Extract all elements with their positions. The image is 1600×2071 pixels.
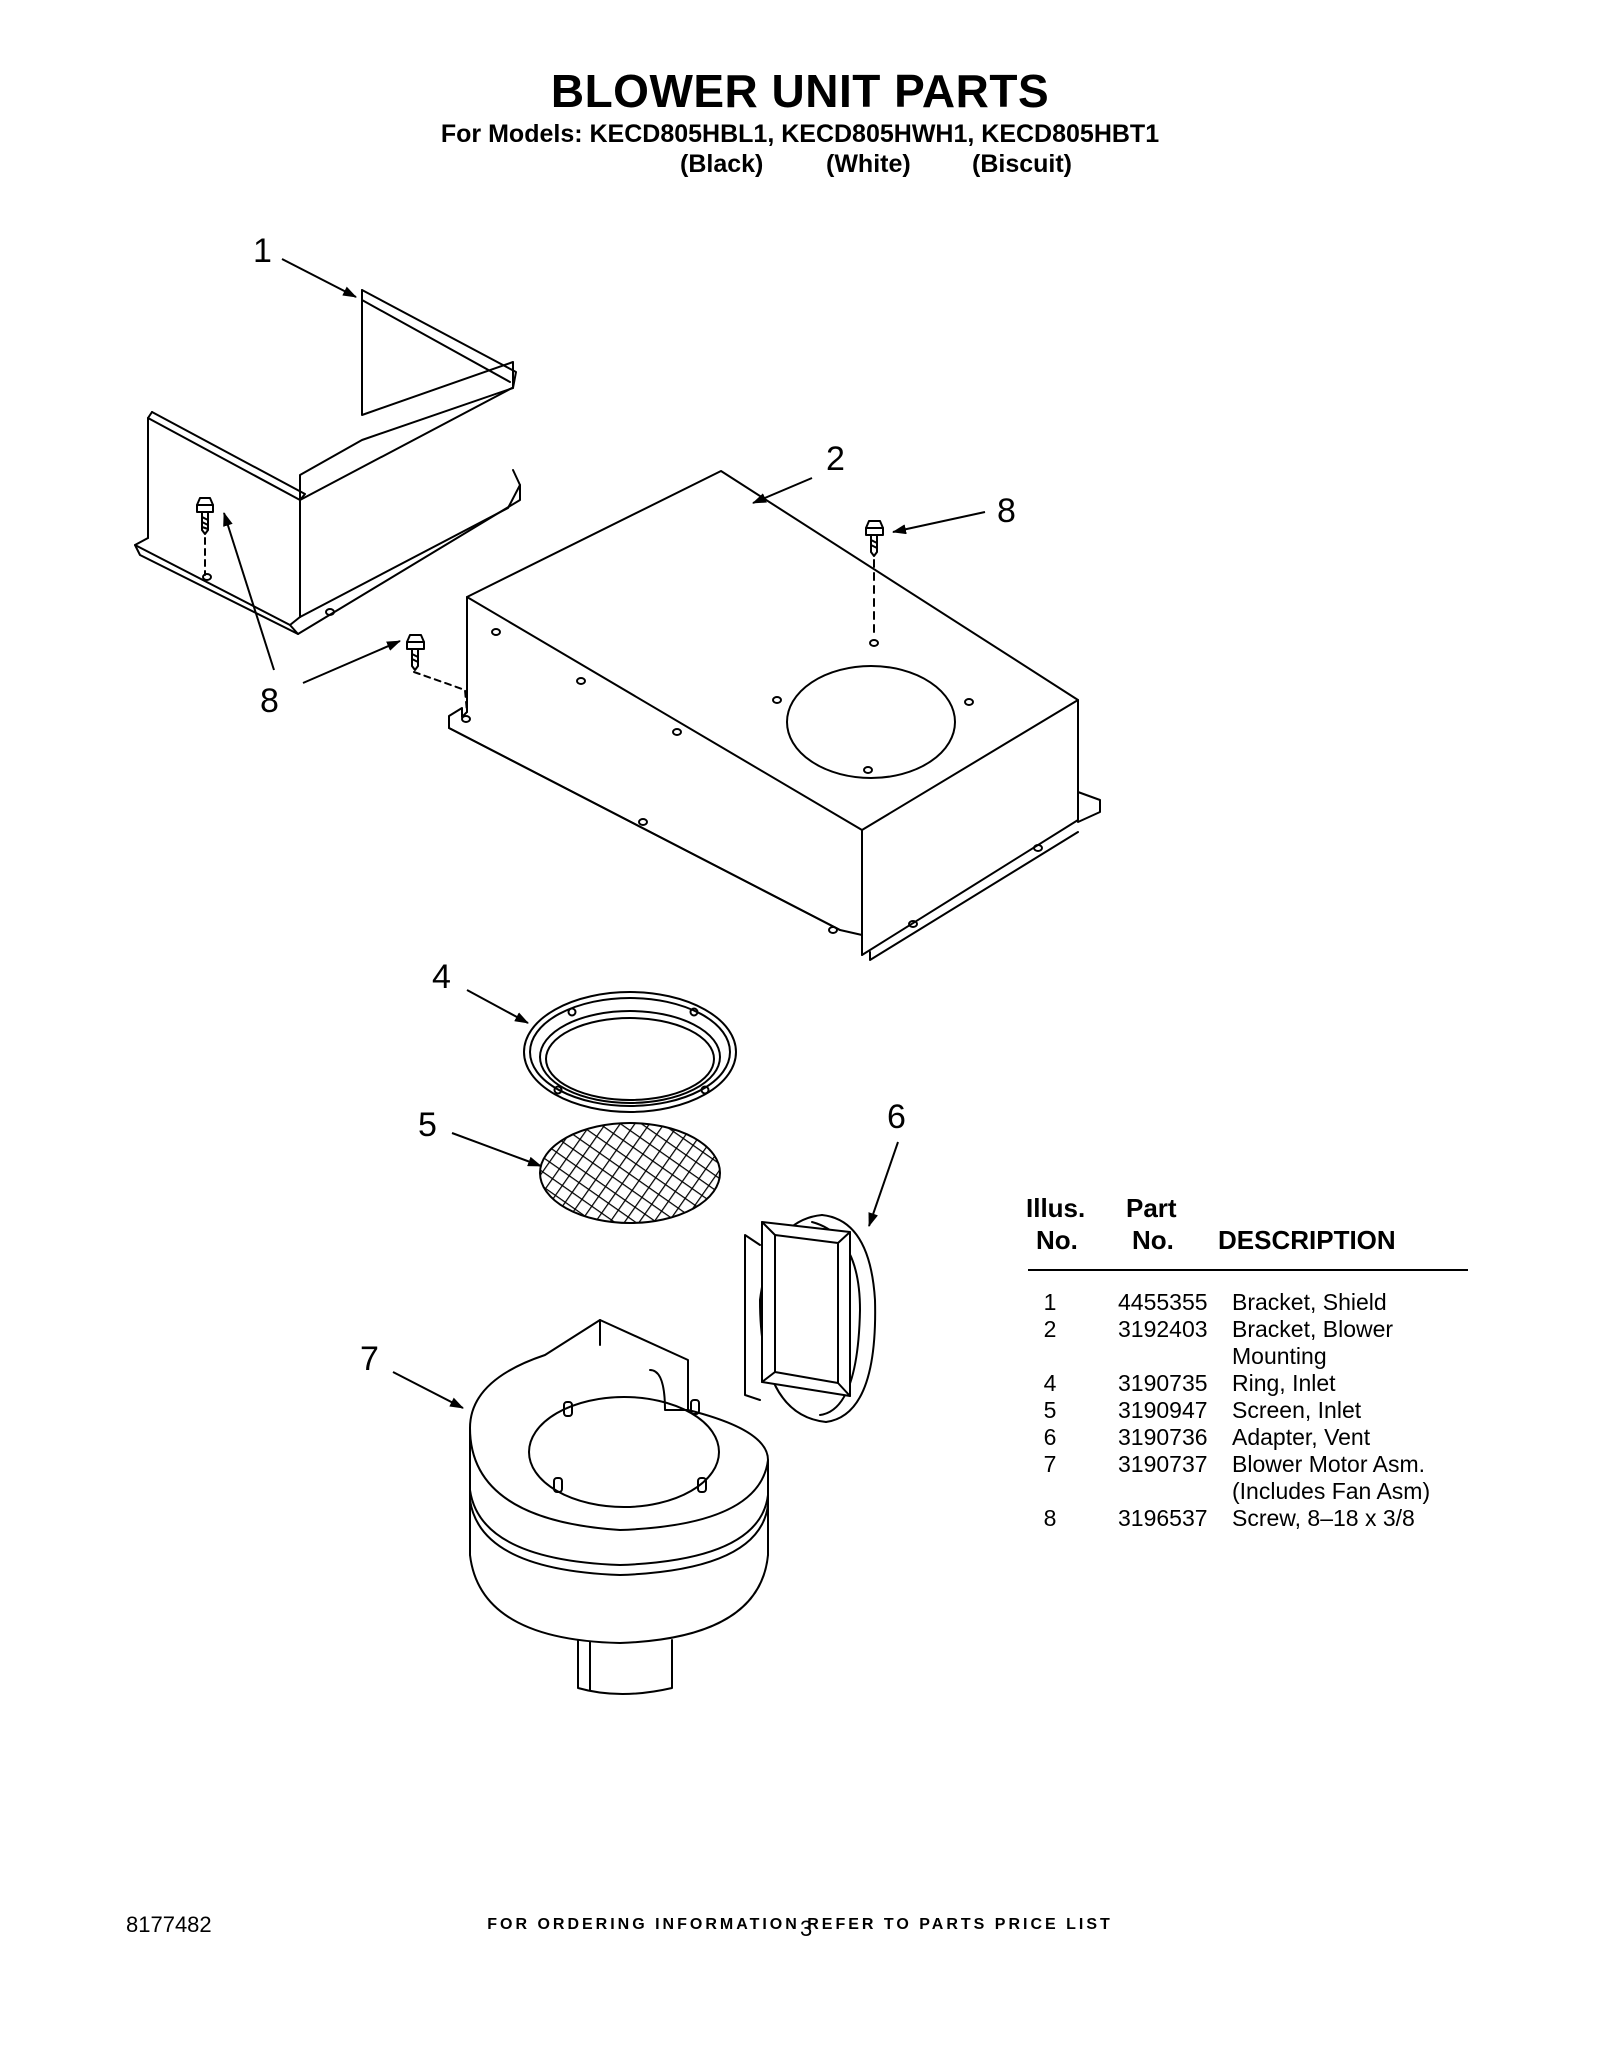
page-number: 3 xyxy=(800,1916,813,1941)
table-row: (Includes Fan Asm) xyxy=(1028,1478,1468,1505)
parts-table-header: Illus. No. Part No. DESCRIPTION xyxy=(1026,1185,1468,1269)
header-description: DESCRIPTION xyxy=(1218,1225,1396,1255)
leader-8-left xyxy=(223,512,275,671)
header-illus-bottom: No. xyxy=(1036,1225,1078,1255)
callout-8-left: 8 xyxy=(260,682,279,720)
screw-8-left xyxy=(196,497,214,576)
callout-4: 4 xyxy=(432,958,451,996)
leader-8-middle xyxy=(302,640,401,684)
cell-description: Mounting xyxy=(1232,1343,1327,1369)
cell-part-no: 3190737 xyxy=(1118,1451,1208,1477)
cell-part-no: 3192403 xyxy=(1118,1316,1208,1342)
ordering-note: FOR ORDERING INFORMATION REFER TO PARTS … xyxy=(487,1916,1113,1933)
table-row: 8 3196537 Screw, 8–18 x 3/8 xyxy=(1028,1505,1468,1532)
cell-part-no: 3196537 xyxy=(1118,1505,1208,1531)
screw-8-right xyxy=(865,520,884,639)
cell-description: Ring, Inlet xyxy=(1232,1370,1336,1396)
leader-8-right xyxy=(892,511,986,535)
model-list: For Models: KECD805HBL1, KECD805HWH1, KE… xyxy=(440,120,1160,148)
callout-7: 7 xyxy=(360,1340,379,1378)
cell-description: (Includes Fan Asm) xyxy=(1232,1478,1431,1504)
part-5-screen-inlet xyxy=(539,1122,721,1224)
cell-part-no: 3190736 xyxy=(1118,1424,1208,1450)
cell-description: Blower Motor Asm. xyxy=(1232,1451,1425,1477)
table-row: Mounting xyxy=(1028,1343,1468,1370)
part-4-ring-inlet xyxy=(523,991,737,1113)
leader-5 xyxy=(451,1132,542,1167)
header-part-bottom: No. xyxy=(1132,1225,1174,1255)
page-title: BLOWER UNIT PARTS xyxy=(550,65,1050,117)
header-rule xyxy=(1028,1269,1468,1271)
part-2-bracket-blower-mounting xyxy=(448,470,1101,961)
document-number: 8177482 xyxy=(126,1912,212,1937)
leader-7 xyxy=(392,1371,464,1409)
callout-5: 5 xyxy=(418,1106,437,1144)
header-illus-top: Illus. xyxy=(1026,1193,1086,1223)
cell-illus-no: 4 xyxy=(1043,1370,1057,1396)
color-black-label: (Black) xyxy=(680,150,764,178)
table-row: 1 4455355 Bracket, Shield xyxy=(1028,1289,1468,1316)
part-6-adapter-vent xyxy=(744,1214,877,1423)
cell-illus-no: 8 xyxy=(1043,1505,1057,1531)
header-part-top: Part xyxy=(1126,1193,1177,1223)
cell-illus-no: 5 xyxy=(1043,1397,1057,1423)
part-7-blower-motor-asm xyxy=(469,1319,769,1695)
cell-description: Bracket, Blower xyxy=(1232,1316,1394,1342)
cell-illus-no: 2 xyxy=(1043,1316,1057,1342)
cell-illus-no: 7 xyxy=(1043,1451,1057,1477)
callout-6: 6 xyxy=(887,1098,906,1136)
screw-8-middle xyxy=(406,634,468,713)
cell-description: Screw, 8–18 x 3/8 xyxy=(1232,1505,1415,1531)
part-1-bracket-shield xyxy=(134,289,521,635)
cell-part-no: 3190735 xyxy=(1118,1370,1208,1396)
color-white-label: (White) xyxy=(826,150,911,178)
table-row: 7 3190737 Blower Motor Asm. xyxy=(1028,1451,1468,1478)
cell-illus-no: 6 xyxy=(1043,1424,1057,1450)
cell-part-no: 3190947 xyxy=(1118,1397,1208,1423)
cell-description: Adapter, Vent xyxy=(1232,1424,1371,1450)
callout-1: 1 xyxy=(253,232,272,270)
leader-6 xyxy=(868,1141,899,1227)
leader-4 xyxy=(466,989,529,1024)
callout-8-right: 8 xyxy=(997,492,1016,530)
parts-table: Illus. No. Part No. DESCRIPTION 1 445535… xyxy=(1026,1185,1468,1531)
color-biscuit-label: (Biscuit) xyxy=(972,150,1072,178)
cell-part-no: 4455355 xyxy=(1118,1289,1208,1315)
cell-description: Bracket, Shield xyxy=(1232,1289,1387,1315)
cell-description: Screen, Inlet xyxy=(1232,1397,1362,1423)
callout-2: 2 xyxy=(826,440,845,478)
cell-illus-no: 1 xyxy=(1043,1289,1057,1315)
leader-1 xyxy=(281,258,357,298)
table-row: 5 3190947 Screen, Inlet xyxy=(1028,1397,1468,1424)
parts-table-rows: 1 4455355 Bracket, Shield 2 3192403 Brac… xyxy=(1028,1289,1468,1532)
table-row: 2 3192403 Bracket, Blower xyxy=(1028,1316,1468,1343)
table-row: 6 3190736 Adapter, Vent xyxy=(1028,1424,1468,1451)
table-row: 4 3190735 Ring, Inlet xyxy=(1028,1370,1468,1397)
leader-2 xyxy=(752,477,813,504)
